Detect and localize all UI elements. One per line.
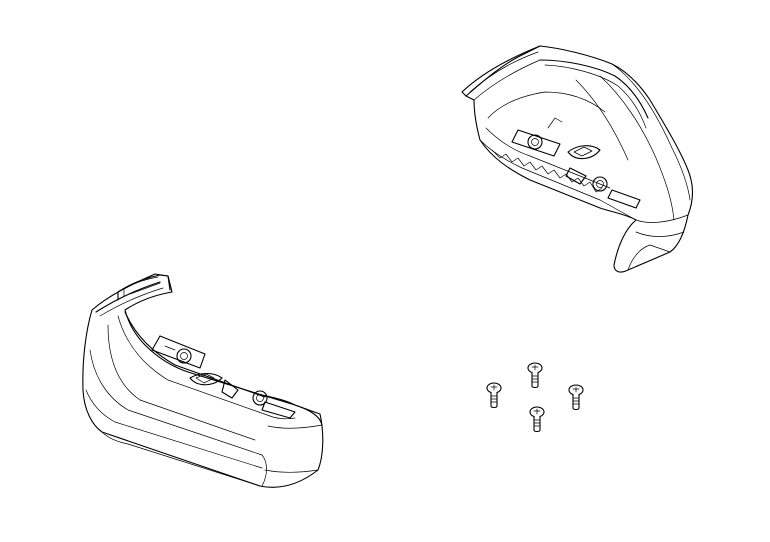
bumper-left [82,273,324,488]
bumper-right [461,45,694,273]
screw-4 [529,406,545,433]
screw-3 [568,384,584,411]
screw-1 [527,362,543,389]
screw-2 [486,382,502,409]
